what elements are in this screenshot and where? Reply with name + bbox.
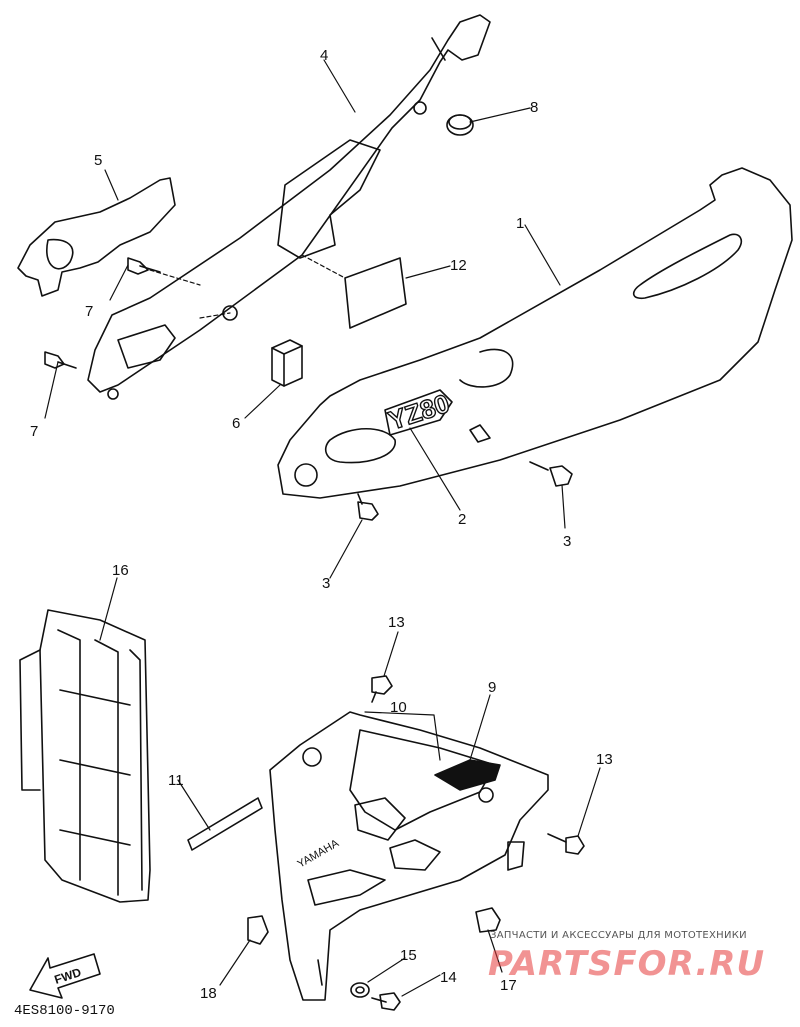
callout-7: 7	[85, 303, 93, 320]
clip-18	[247, 915, 269, 945]
callout-15: 15	[400, 947, 417, 964]
callout-16: 16	[112, 562, 129, 579]
bolt-3a	[529, 461, 573, 487]
small-block	[271, 339, 303, 387]
callout-8: 8	[530, 99, 538, 116]
callout-4: 4	[320, 47, 328, 64]
callout-5: 5	[94, 152, 102, 169]
washer-15	[350, 982, 370, 998]
callout-1: 1	[516, 215, 524, 232]
clip-17	[475, 907, 501, 933]
radiator-shroud	[269, 711, 549, 1001]
watermark-logo: PARTSFOR.RU	[488, 944, 766, 984]
bolt-7a	[127, 257, 161, 275]
warning-label	[344, 257, 407, 329]
watermark-tagline: ЗАПЧАСТИ И АКСЕССУАРЫ ДЛЯ МОТОТЕХНИКИ	[490, 930, 747, 941]
fwd-arrow-icon	[29, 953, 101, 999]
inner-side-panel	[87, 14, 491, 400]
callout-labels: 1 2 3 3 4 5 6 7 7 8 9 10 11 12 13 13 14 …	[30, 47, 613, 1002]
bolt-3b	[357, 493, 379, 521]
bolt-14	[371, 992, 401, 1011]
bolt-7b	[44, 351, 77, 369]
side-cover	[277, 167, 793, 499]
callout-18: 18	[200, 985, 217, 1002]
bolt-13b	[547, 833, 585, 855]
callout-13: 13	[388, 614, 405, 631]
callout-6: 6	[232, 415, 240, 432]
callout-2: 2	[458, 511, 466, 528]
callout-13b: 13	[596, 751, 613, 768]
grommet	[446, 114, 474, 136]
fwd-label: FWD	[53, 965, 84, 987]
catalog-code: 4ES8100-9170	[14, 1003, 115, 1019]
callout-10: 10	[390, 699, 407, 716]
strip-piece	[187, 797, 263, 851]
radiator-guard	[19, 609, 151, 903]
callout-3: 3	[322, 575, 330, 592]
bolt-13a	[371, 675, 393, 703]
leader-lines	[44, 59, 601, 997]
callout-3b: 3	[563, 533, 571, 550]
guard-plate	[17, 177, 176, 297]
callout-14: 14	[440, 969, 457, 986]
callout-17: 17	[500, 977, 517, 994]
callout-7b: 7	[30, 423, 38, 440]
callout-12: 12	[450, 257, 467, 274]
decal-yz80: YZ80	[385, 388, 453, 436]
callout-9: 9	[488, 679, 496, 696]
decal-yamaha: YAMAHA	[296, 837, 342, 871]
callout-11: 11	[168, 772, 184, 789]
